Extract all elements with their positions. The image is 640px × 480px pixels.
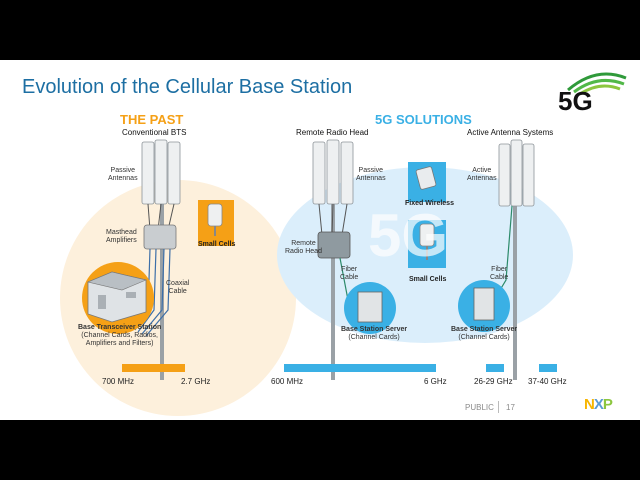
diagram: 5G: [60, 139, 573, 416]
past-tower: [134, 139, 181, 380]
remote-radio-head-box: [317, 231, 351, 259]
footer-classification: PUBLIC: [465, 403, 494, 412]
5g-logo-text: 5G: [558, 86, 593, 114]
fixed-wireless-label: Fixed Wireless: [405, 200, 454, 207]
mmwave1-spectrum-bar: [486, 364, 504, 372]
solutions-heading: 5G SOLUTIONS: [375, 112, 472, 127]
aas-subheading: Active Antenna Systems: [467, 128, 554, 137]
sub6-low-freq: 600 MHz: [271, 377, 304, 386]
5g-logo: 5G: [558, 72, 627, 114]
mmwave2-spectrum-bar: [539, 364, 557, 372]
masthead-amplifier-box: [143, 224, 177, 250]
mmwave2-freq: 37-40 GHz: [528, 377, 567, 386]
sub6-spectrum-bar: [284, 364, 436, 372]
aas-tower: [458, 139, 535, 380]
fixed-wireless-device: [408, 162, 446, 202]
solutions-small-cells-label: Small Cells: [409, 276, 447, 283]
footer-divider: [498, 401, 499, 413]
past-heading: THE PAST: [120, 112, 184, 127]
bts-label: Base Transceiver Station(Channel Cards, …: [78, 324, 162, 348]
footer-page-number: 17: [506, 403, 515, 412]
past-background-circle: [60, 180, 296, 416]
aas-server-box: [473, 287, 495, 321]
rrh-server-box: [357, 291, 383, 323]
rrh-subheading: Remote Radio Head: [296, 128, 369, 137]
past-spectrum-bar: [122, 364, 185, 372]
bts-building: [82, 262, 154, 334]
rrh-tower: [312, 139, 396, 380]
solutions-small-cell: [408, 220, 446, 268]
past-high-freq: 2.7 GHz: [181, 377, 211, 386]
slide: Evolution of the Cellular Base Station 5…: [0, 60, 640, 420]
mmwave1-freq: 26-29 GHz: [474, 377, 513, 386]
past-subheading: Conventional BTS: [122, 128, 187, 137]
past-small-cell: [198, 200, 234, 246]
rrh-server-label: Base Station Server(Channel Cards): [341, 326, 408, 342]
past-low-freq: 700 MHz: [102, 377, 135, 386]
aas-server-label: Base Station Server(Channel Cards): [451, 326, 518, 342]
slide-title: Evolution of the Cellular Base Station: [22, 76, 353, 98]
solutions-watermark: 5G: [368, 202, 448, 269]
past-small-cells-label: Small Cells: [198, 241, 236, 248]
nxp-logo: NXP: [584, 396, 613, 413]
sub6-high-freq: 6 GHz: [424, 377, 447, 386]
